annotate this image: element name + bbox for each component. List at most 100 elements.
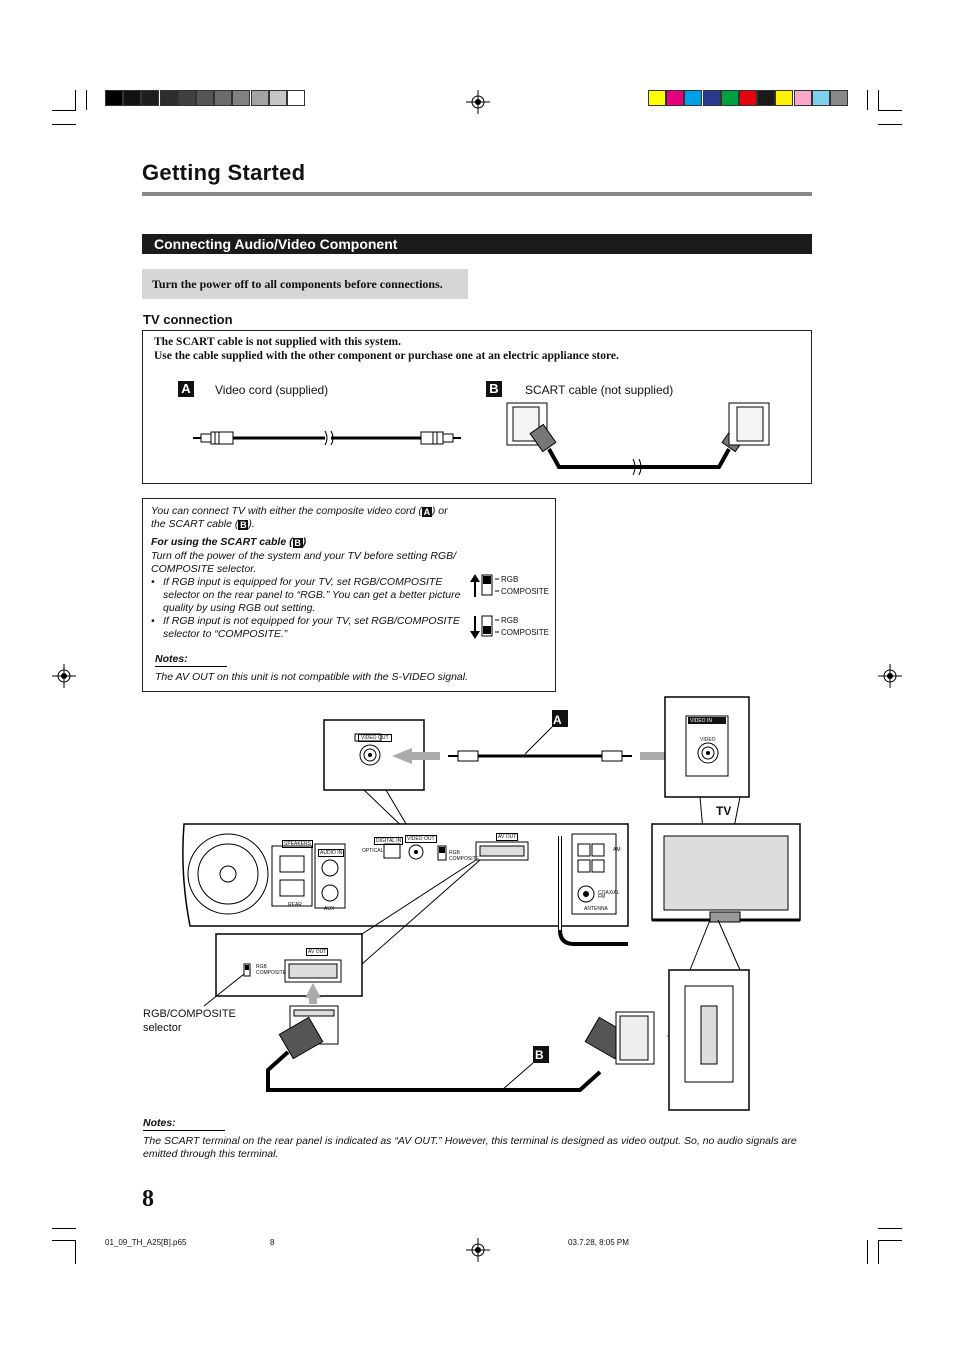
gray-swatch — [214, 90, 233, 106]
color-swatch — [720, 90, 739, 106]
bottom-note-1: The SCART terminal on the rear panel is … — [143, 1135, 797, 1147]
selector-rgb-label-2: RGB — [501, 616, 519, 625]
bottom-notes-label: Notes: — [143, 1117, 225, 1131]
label-b: B — [486, 381, 502, 397]
video-cord-illustration — [193, 430, 461, 446]
note-text: The AV OUT on this unit is not compatibl… — [155, 671, 469, 683]
gray-swatch — [123, 90, 142, 106]
gray-swatch — [177, 90, 196, 106]
selector-up-icon — [470, 574, 499, 639]
speakers-label: SPEAKERS — [282, 840, 313, 848]
footer-page: 8 — [270, 1238, 275, 1247]
notes-label: Notes: — [155, 653, 227, 667]
rgb-zoom-label: RGB — [256, 964, 267, 970]
title-rule — [142, 192, 812, 196]
footer-file: 01_09_TH_A25[B].p65 — [105, 1238, 187, 1247]
label-a-badge: A — [178, 380, 194, 398]
gray-swatch — [196, 90, 214, 106]
cable-box: The SCART cable is not supplied with thi… — [142, 330, 812, 484]
bullet-2: •If RGB input is not equipped for your T… — [151, 615, 460, 627]
color-swatch — [702, 90, 721, 106]
diagram-label-b: B — [535, 1048, 544, 1062]
color-swatch — [648, 90, 666, 106]
registration-target-icon — [466, 1238, 490, 1262]
rear-label: REAR — [288, 902, 302, 908]
label-a: A — [178, 381, 194, 397]
bullet-2-l2: selector to “COMPOSITE.” — [163, 628, 288, 640]
bullet-2-l1: If RGB input is not equipped for your TV… — [163, 615, 460, 627]
intro-3: the SCART cable ( — [151, 518, 239, 530]
audio-in-label: AUDIO IN — [318, 849, 345, 857]
am-label: AM — [613, 847, 621, 853]
coaxial-label: COAXIAL — [598, 890, 620, 896]
gray-swatch — [268, 90, 287, 106]
composite-zoom-label: COMPOSITE — [256, 970, 287, 976]
subheading: TV connection — [143, 312, 233, 327]
power-warning: Turn the power off to all components bef… — [142, 269, 468, 299]
intro-1: You can connect TV with either the compo… — [151, 505, 422, 517]
scart-cable-label: SCART cable (not supplied) — [525, 383, 674, 397]
fm-label: FM — [598, 894, 606, 900]
selector-rgb-label: RGB — [501, 575, 519, 584]
color-swatch — [739, 90, 757, 106]
diagram-label-a-bg — [552, 710, 568, 727]
bullet-1: •If RGB input is equipped for your TV, s… — [151, 576, 443, 588]
video-in-label: VIDEO IN — [690, 718, 712, 724]
gray-swatch — [250, 90, 269, 106]
gray-swatch — [141, 90, 160, 106]
aux-label: AUX — [324, 906, 335, 912]
color-swatch — [811, 90, 830, 106]
intro-4: ). — [248, 518, 255, 530]
bullet-list: •If RGB input is equipped for your TV, s… — [151, 576, 471, 641]
color-swatch — [757, 90, 776, 106]
footer-date: 03.7.28, 8:05 PM — [568, 1238, 629, 1247]
tv-label: TV — [716, 804, 732, 818]
selector-callout-1: RGB/COMPOSITE — [143, 1008, 236, 1020]
gray-swatch — [105, 90, 123, 106]
composite-panel-label: COMPOSITE — [449, 856, 480, 862]
info-box: You can connect TV with either the compo… — [142, 498, 556, 692]
bullet-1-l2: selector on the rear panel to “RGB.” You… — [163, 589, 461, 601]
video-cord-label: Video cord (supplied) — [215, 383, 329, 397]
selector-composite-label: COMPOSITE — [501, 587, 550, 596]
diagram-label-a: A — [553, 713, 562, 727]
label-b-inline-2: B — [292, 538, 303, 548]
rgb-panel-label: RGB — [449, 850, 460, 856]
instruction-text: Turn off the power of the system and you… — [151, 550, 456, 576]
page-title: Getting Started — [142, 160, 306, 185]
page-number: 8 — [142, 1186, 154, 1212]
registration-target-icon — [466, 90, 490, 114]
gray-swatch — [287, 90, 305, 106]
cable-note-1: The SCART cable is not supplied with thi… — [154, 336, 401, 348]
scart-head-1: For using the SCART cable ( — [151, 536, 293, 548]
gray-swatch — [159, 90, 178, 106]
video-label: VIDEO — [700, 737, 716, 743]
label-b-inline: B — [238, 520, 249, 530]
scart-head-2: ) — [302, 536, 307, 548]
cable-note-2: Use the cable supplied with the other co… — [154, 350, 619, 362]
section-title: Connecting Audio/Video Component — [142, 234, 812, 254]
diagram-label-b-bg — [533, 1046, 549, 1063]
intro-text: You can connect TV with either the compo… — [151, 505, 461, 531]
antenna-label: ANTENNA — [584, 906, 608, 912]
registration-target-icon — [878, 664, 902, 688]
optical-label: OPTICAL — [362, 848, 384, 854]
registration-target-icon — [52, 664, 76, 688]
scart-heading: For using the SCART cable (B) — [151, 536, 306, 549]
av-out-panel-label: AV OUT — [496, 833, 519, 841]
digital-in-label: DIGITAL IN — [374, 837, 404, 845]
color-swatch — [666, 90, 685, 106]
video-out-panel-label: VIDEO OUT — [405, 835, 437, 843]
selector-callout-2: selector — [143, 1022, 182, 1034]
av-out-zoom-label: AV OUT — [306, 948, 329, 956]
scart-cable-illustration — [506, 402, 770, 476]
selector-composite-label-2: COMPOSITE — [501, 628, 550, 637]
gray-swatch — [232, 90, 251, 106]
label-a-inline: A — [421, 507, 432, 517]
color-swatch — [793, 90, 812, 106]
bullet-1-l3: quality by using RGB out setting. — [163, 602, 316, 614]
intro-2: ) or — [431, 505, 448, 517]
color-swatch — [775, 90, 794, 106]
bottom-notes-text: The SCART terminal on the rear panel is … — [143, 1135, 813, 1161]
color-swatch — [684, 90, 703, 106]
